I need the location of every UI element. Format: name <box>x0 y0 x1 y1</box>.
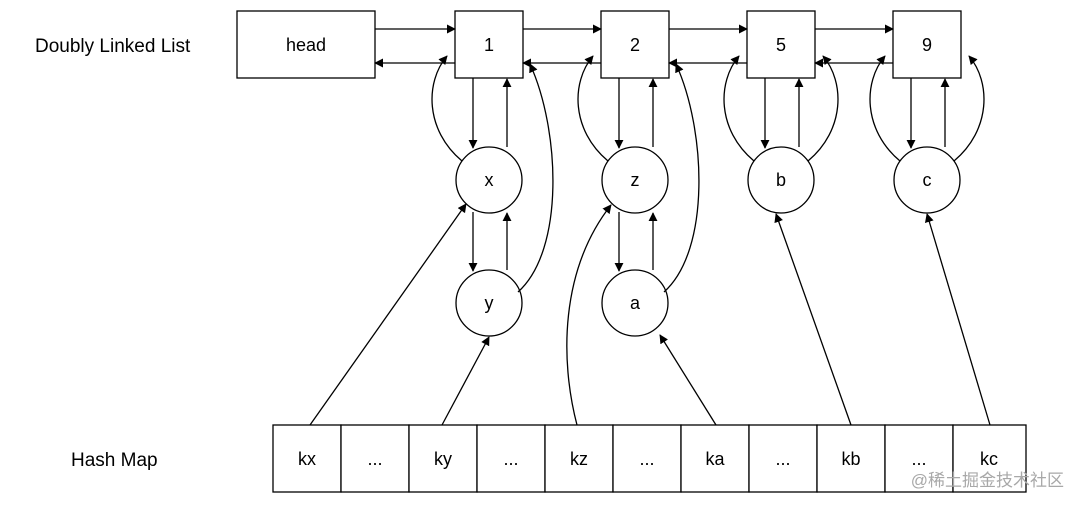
curve-y-to-1 <box>517 63 554 293</box>
circle-y <box>455 269 523 337</box>
map-cell-2-label: ky <box>434 449 452 469</box>
map-arrow-kx-to-x <box>309 203 467 426</box>
map-cell-6 <box>680 424 750 493</box>
list-head-label: head <box>286 35 326 55</box>
map-title: Hash Map <box>71 450 158 471</box>
map-cell-10 <box>952 424 1027 493</box>
map-cell-8-label: kb <box>841 449 860 469</box>
map-cell-7-label: ... <box>775 449 790 469</box>
map-cell-2 <box>408 424 478 493</box>
list-node-2-box <box>600 10 670 79</box>
list-node-5-box <box>746 10 816 79</box>
map-cell-6-label: ka <box>705 449 725 469</box>
map-cell-5 <box>612 424 682 493</box>
list-node-1-label: 1 <box>484 35 494 55</box>
list-node-1-box <box>454 10 524 79</box>
map-cell-4-label: kz <box>570 449 588 469</box>
curve-z-to-2 <box>577 55 609 162</box>
circle-c <box>893 146 961 214</box>
circle-b <box>747 146 815 214</box>
map-cell-5-label: ... <box>639 449 654 469</box>
map-cell-3-label: ... <box>503 449 518 469</box>
list-node-9-label: 9 <box>922 35 932 55</box>
map-cell-0-label: kx <box>298 449 316 469</box>
circle-b-label: b <box>776 170 786 190</box>
list-title: Doubly Linked List <box>35 36 191 57</box>
curve-b-left-to-5 <box>723 55 755 162</box>
map-cell-4 <box>544 424 614 493</box>
map-cell-3 <box>476 424 546 493</box>
circle-a-label: a <box>630 293 641 313</box>
list-head-box <box>236 10 376 79</box>
map-cell-9-label: ... <box>911 449 926 469</box>
circle-z <box>601 146 669 214</box>
map-arrow-kz-to-z <box>566 204 612 426</box>
circle-y-label: y <box>485 293 494 313</box>
curve-c-right-to-9 <box>953 55 985 162</box>
map-arrow-ky-to-y <box>441 336 490 426</box>
circle-x-label: x <box>485 170 494 190</box>
map-cell-1-label: ... <box>367 449 382 469</box>
list-node-5-label: 5 <box>776 35 786 55</box>
circle-z-label: z <box>631 170 640 190</box>
list-node-2-label: 2 <box>630 35 640 55</box>
circle-c-label: c <box>923 170 932 190</box>
circle-a <box>601 269 669 337</box>
curve-x-to-1 <box>431 55 463 162</box>
curve-a-to-2 <box>663 63 700 293</box>
map-cell-9 <box>884 424 954 493</box>
map-arrow-kb-to-b <box>774 213 852 426</box>
map-cell-8 <box>816 424 886 493</box>
map-arrow-kc-to-c <box>925 213 991 426</box>
list-node-9-box <box>892 10 962 79</box>
curve-c-left-to-9 <box>869 55 901 162</box>
watermark: @稀土掘金技术社区 <box>910 471 1064 490</box>
curve-b-right-to-5 <box>807 55 839 162</box>
circle-x <box>455 146 523 214</box>
map-arrow-ka-to-a <box>659 334 717 426</box>
map-cell-10-label: kc <box>980 449 998 469</box>
